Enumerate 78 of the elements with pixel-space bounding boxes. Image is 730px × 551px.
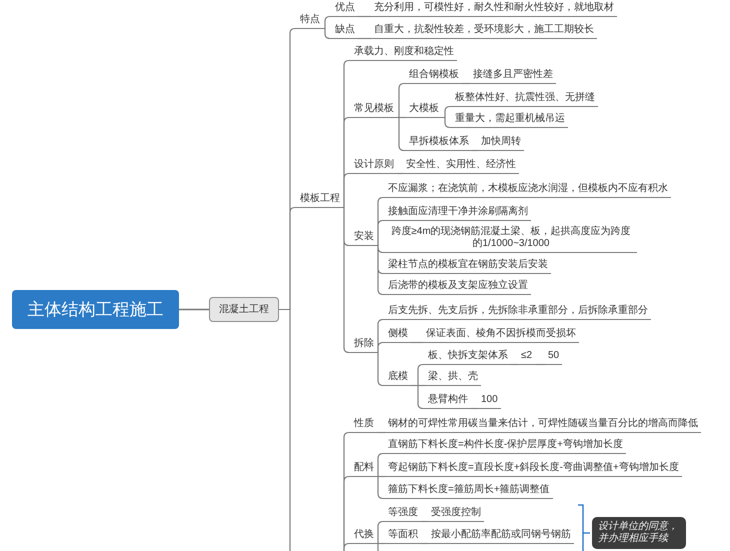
connector-line xyxy=(323,28,332,40)
branch-topic: 受强度控制 xyxy=(428,507,484,522)
connector-line xyxy=(358,38,371,40)
branch-topic: 性质 xyxy=(351,418,377,433)
connector-line xyxy=(376,342,385,354)
connector-line xyxy=(358,16,371,18)
connector-line xyxy=(377,432,385,434)
connector-line xyxy=(420,520,428,522)
branch-topic: 钢材的可焊性常用碳当量来估计，可焊性随碳当量百分比的增高而降低 xyxy=(385,418,701,433)
summary-callout: 设计单位的同意，并办理相应手续 xyxy=(592,517,686,549)
connector-line xyxy=(535,364,545,366)
branch-topic: 50 xyxy=(545,350,562,365)
connector-line xyxy=(470,408,478,410)
connector-line xyxy=(377,542,385,544)
connector-line xyxy=(376,476,385,500)
branch-topic: 早拆模板体系 xyxy=(406,136,472,151)
branch-topic: 设计原则 xyxy=(351,159,397,174)
branch-topic: 不应漏浆；在浇筑前，木模板应浇水润湿，但模板内不应有积水 xyxy=(385,183,671,198)
connector-line xyxy=(411,342,423,344)
branch-topic: 后支先拆、先支后拆，先拆除非承重部分，后拆除承重部分 xyxy=(385,305,651,320)
branch-topic: 缺点 xyxy=(332,24,358,39)
connector-line xyxy=(376,542,379,551)
branch-topic: 常见模板 xyxy=(351,103,397,118)
connector-line xyxy=(323,16,332,30)
branch-topic: 梁、拱、壳 xyxy=(425,371,481,386)
connector-line xyxy=(462,82,470,84)
branch-topic: 跨度≥4m的现浇钢筋混凝土梁、板，起拱高度应为跨度的1/1000~3/1000 xyxy=(385,226,637,253)
branch-topic: 加快周转 xyxy=(478,136,524,151)
branch-topic: 梁柱节点的模板宜在钢筋安装后安装 xyxy=(385,259,551,274)
branch-topic: 直钢筋下料长度=构件长度-保护层厚度+弯钩增加长度 xyxy=(385,439,626,454)
branch-topic: 板、快拆支架体系 xyxy=(425,350,511,365)
connector-line xyxy=(376,452,385,478)
branch-topic: 充分利用，可模性好，耐久性和耐火性较好，就地取材 xyxy=(371,2,617,17)
connector-line xyxy=(396,172,403,174)
branch-topic: 箍筋下料长度=箍筋周长+箍筋调整值 xyxy=(385,484,553,499)
branch-topic: 代换 xyxy=(351,529,377,544)
connector-line xyxy=(471,150,478,152)
branch-topic: 大模板 xyxy=(406,103,442,118)
branch-topic: 承载力、刚度和稳定性 xyxy=(351,46,457,61)
branch-topic: 接缝多且严密性差 xyxy=(470,69,556,84)
connector-line xyxy=(442,106,452,118)
branch-topic: ≤2 xyxy=(518,350,536,365)
branch-topic: 特点 xyxy=(297,14,323,29)
connector-line xyxy=(179,308,209,310)
branch-topic: 配料 xyxy=(351,462,377,477)
branch-topic: 板整体性好、抗震性强、无拼缝 xyxy=(452,92,598,107)
branch-topic: 底模 xyxy=(385,371,411,386)
connector-line xyxy=(377,476,385,478)
branch-topic: 100 xyxy=(478,394,501,409)
branch-topic: 优点 xyxy=(332,2,358,17)
connector-line xyxy=(376,244,385,296)
branch-topic: 组合钢模板 xyxy=(406,69,462,84)
branch-topic: 侧模 xyxy=(385,328,411,343)
central-topic: 主体结构工程施工 xyxy=(12,290,179,329)
branch-topic: 等强度 xyxy=(385,507,421,522)
branch-topic: 自重大，抗裂性较差，受环境影大，施工工期较长 xyxy=(371,24,597,39)
connector-line xyxy=(376,220,385,246)
connector-line xyxy=(397,116,406,118)
branch-topic: 后浇带的模板及支架应独立设置 xyxy=(385,280,531,295)
branch-topic: 按最小配筋率配筋或同钢号钢筋 xyxy=(428,529,574,544)
branch-topic: 悬臂构件 xyxy=(425,394,471,409)
connector-line xyxy=(343,542,351,551)
connector-line xyxy=(510,364,518,366)
branch-topic: 等面积 xyxy=(385,529,421,544)
connector-line xyxy=(279,308,291,551)
branch-topic: 弯起钢筋下料长度=直段长度+斜段长度-弯曲调整值+弯钩增加长度 xyxy=(385,462,682,477)
branch-topic: 拆除 xyxy=(351,338,377,353)
branch-topic: 保证表面、棱角不因拆模而受损坏 xyxy=(423,328,579,343)
connector-line xyxy=(376,520,385,544)
main-topic: 混凝土工程 xyxy=(209,297,279,322)
connector-line xyxy=(342,172,351,208)
connector-line xyxy=(442,116,452,128)
branch-topic: 接触面应清理干净并涂刷隔离剂 xyxy=(385,206,531,221)
branch-topic: 重量大，需起重机械吊运 xyxy=(452,113,568,128)
branch-topic: 模板工程 xyxy=(297,193,343,208)
branch-topic: 安全性、实用性、经济性 xyxy=(403,159,519,174)
connector-line xyxy=(420,542,428,544)
branch-topic: 安装 xyxy=(351,231,377,246)
